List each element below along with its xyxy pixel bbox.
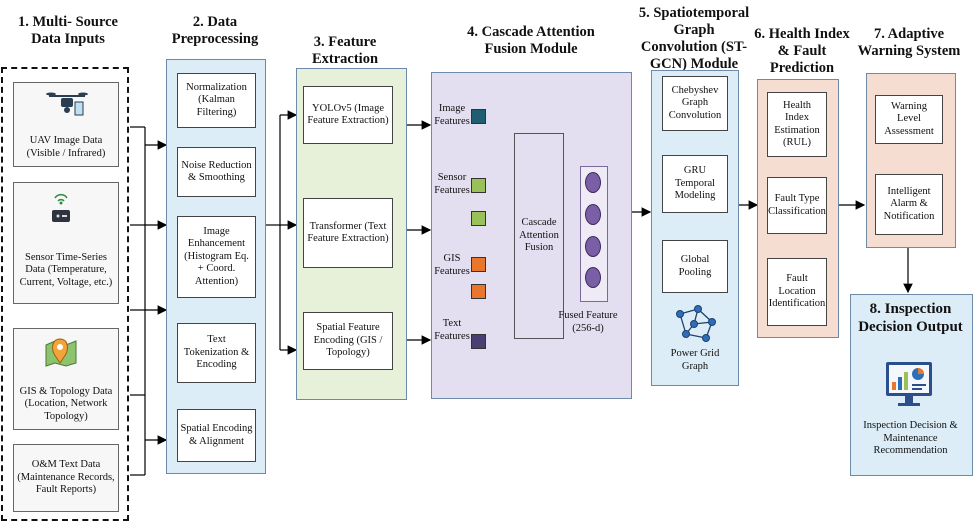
fused-node <box>585 236 601 257</box>
image-feature-block <box>471 109 486 124</box>
section-8-title: 8. Inspection Decision Output <box>858 301 963 335</box>
graph-network-icon <box>676 305 716 342</box>
input-om-label: O&M Text Data (Maintenance Records, Faul… <box>17 459 115 496</box>
input-sensor-label: Sensor Time-Series Data (Temperature, Cu… <box>19 251 113 288</box>
text-feature-block <box>471 334 486 349</box>
map-pin-icon <box>45 338 77 367</box>
inspection-decision-label: Inspection Decision & Maintenance Recomm… <box>863 420 958 456</box>
extract-spatial: Spatial Feature Encoding (GIS / Topology… <box>303 312 393 370</box>
stgcn-chebyshev: Chebyshev Graph Convolution <box>662 76 728 131</box>
section-4-title: 4. Cascade Attention Fusion Module <box>467 24 595 57</box>
warning-level-assessment: Warning Level Assessment <box>875 95 943 144</box>
section-1-title: 1. Multi- Source Data Inputs <box>17 14 118 47</box>
section-6-title: 6. Health Index & Fault Prediction <box>754 26 850 76</box>
sensor-icon <box>52 193 70 222</box>
health-index-estimation: Health Index Estimation (RUL) <box>767 92 827 157</box>
gis-feature-block-2 <box>471 284 486 299</box>
fused-feature-label: Fused Feature (256-d) <box>558 310 618 334</box>
stgcn-gru: GRU Temporal Modeling <box>662 155 728 213</box>
prep-normalization: Normalization (Kalman Filtering) <box>177 73 256 128</box>
extract-yolov5: YOLOv5 (Image Feature Extraction) <box>303 86 393 144</box>
cascade-attention-box: Cascade Attention Fusion <box>514 133 564 339</box>
dashboard-monitor-icon <box>886 362 932 406</box>
input-gis-label: GIS & Topology Data (Location, Network T… <box>19 385 113 422</box>
input-om-text: O&M Text Data (Maintenance Records, Faul… <box>13 444 119 512</box>
input-sensor-data: Sensor Time-Series Data (Temperature, Cu… <box>13 182 119 304</box>
gis-feature-block <box>471 257 486 272</box>
fused-node <box>585 172 601 193</box>
sensor-features-label: Sensor Features <box>434 172 470 196</box>
prep-text-tokenization: Text Tokenization & Encoding <box>177 323 256 383</box>
text-features-label: Text Features <box>434 318 470 342</box>
section-5-title: 5. Spatiotemporal Graph Convolution (ST-… <box>638 5 750 72</box>
image-features-label: Image Features <box>434 103 470 127</box>
fused-node <box>585 204 601 225</box>
fused-node <box>585 267 601 288</box>
prep-noise-reduction: Noise Reduction & Smoothing <box>177 147 256 197</box>
prep-spatial-encoding: Spatial Encoding & Alignment <box>177 409 256 462</box>
input-uav-image: UAV Image Data (Visible / Infrared) <box>13 82 119 167</box>
section-3-title: 3. Feature Extraction <box>311 34 379 67</box>
stgcn-global-pooling: Global Pooling <box>662 240 728 293</box>
sensor-feature-block-2 <box>471 211 486 226</box>
inputs-dashed-frame <box>1 67 129 521</box>
extract-transformer: Transformer (Text Feature Extraction) <box>303 198 393 268</box>
input-uav-label: UAV Image Data (Visible / Infrared) <box>26 135 106 159</box>
section-2-title: 2. Data Preprocessing <box>171 14 259 47</box>
section-7-title: 7. Adaptive Warning System <box>857 26 961 59</box>
fault-type-classification: Fault Type Classification <box>767 177 827 234</box>
prep-image-enhancement: Image Enhancement (Histogram Eq. + Coord… <box>177 216 256 298</box>
sensor-feature-block <box>471 178 486 193</box>
intelligent-alarm: Intelligent Alarm & Notification <box>875 174 943 235</box>
gis-features-label: GIS Features <box>434 253 470 277</box>
fault-location-identification: Fault Location Identification <box>767 258 827 326</box>
power-grid-graph-label: Power Grid Graph <box>670 348 720 372</box>
drone-icon <box>46 92 88 116</box>
